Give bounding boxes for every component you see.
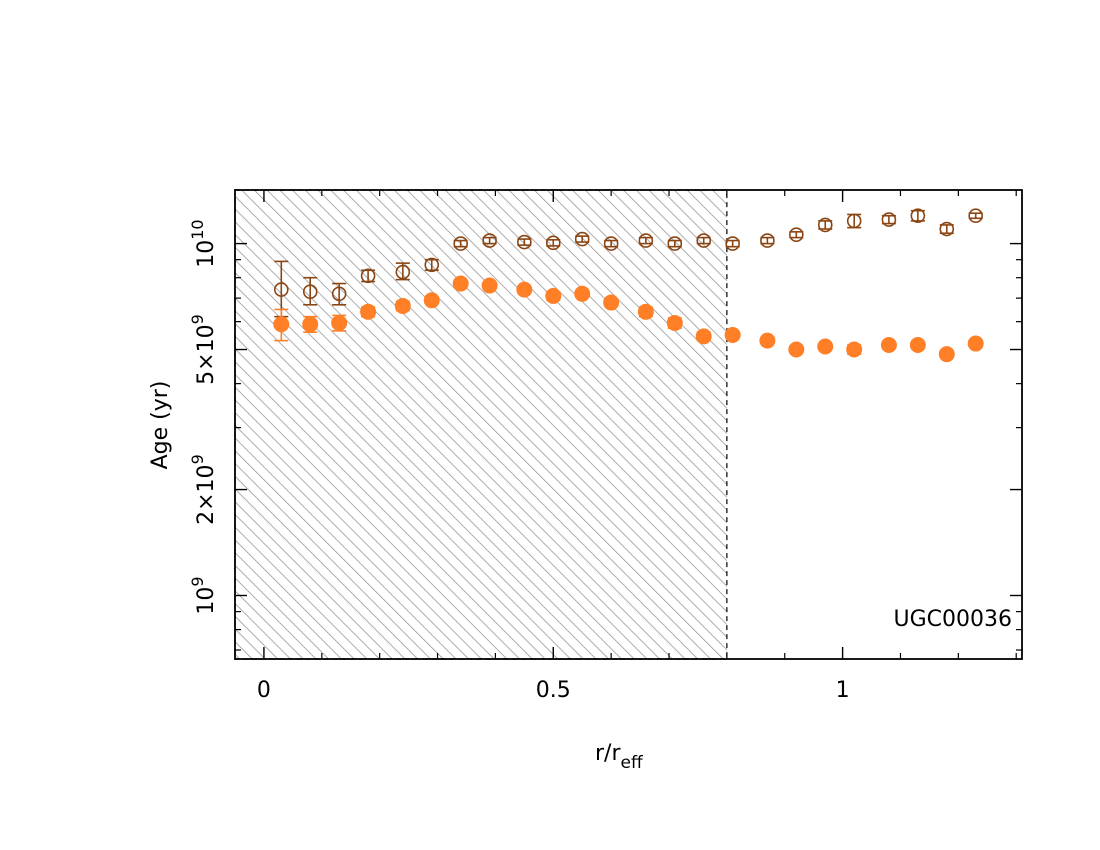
x-tick-label: 1: [836, 678, 850, 703]
x-axis-label: r/reff: [595, 741, 644, 773]
data-point: [939, 221, 955, 237]
data-point: [817, 338, 834, 355]
plot-frame: [234, 189, 1023, 660]
data-point: [273, 316, 290, 333]
data-point: [424, 257, 440, 273]
data-point: [482, 233, 497, 248]
y-tick-label-exponent: 9: [188, 576, 207, 586]
x-axis-label-main: r/r: [595, 741, 621, 766]
y-tick-label-exponent: 9: [188, 314, 207, 324]
data-point: [910, 208, 926, 224]
data-point: [759, 332, 776, 349]
x-axis-label-subscript: eff: [621, 753, 644, 773]
data-point: [638, 233, 654, 248]
y-tick-label-base: 10: [194, 240, 219, 268]
data-point: [273, 282, 289, 297]
data-point: [302, 316, 319, 333]
y-tick-label-base: 10: [194, 587, 219, 615]
data-point: [725, 236, 740, 251]
data-point: [603, 236, 619, 251]
data-point: [846, 213, 862, 229]
y-tick-label-exponent: 10: [188, 219, 207, 239]
data-point: [394, 297, 411, 314]
y-tick-label-exponent: 9: [188, 454, 207, 464]
data-point: [760, 233, 775, 248]
data-point: [395, 264, 411, 280]
data-point: [360, 268, 376, 284]
shaded-region-layer: [234, 189, 728, 660]
data-point: [789, 227, 804, 242]
x-tick-label: 0.5: [536, 678, 571, 703]
data-point: [516, 281, 533, 298]
shaded-region: [234, 189, 728, 660]
data-point: [603, 294, 620, 311]
y-tick-label: 1010: [188, 219, 219, 267]
y-tick-label-base: 2×10: [194, 464, 219, 524]
y-axis-label: Age (yr): [148, 381, 173, 470]
y-tick-label: 5×109: [188, 314, 219, 385]
data-point: [880, 337, 897, 354]
svg-text:r/reff: r/reff: [595, 741, 644, 773]
series-filled-circles: [273, 275, 984, 363]
data-point: [637, 303, 654, 320]
data-point: [331, 286, 347, 302]
data-point: [331, 314, 348, 331]
data-point: [545, 287, 562, 304]
data-point: [452, 275, 469, 292]
series-open-circles: [273, 208, 984, 318]
x-tick-label: 0: [257, 678, 271, 703]
data-point: [968, 208, 984, 224]
y-tick-label-base: 5×10: [194, 324, 219, 384]
data-point: [481, 277, 498, 294]
data-point: [423, 292, 440, 309]
data-point: [545, 235, 561, 251]
y-tick-label: 109: [188, 576, 219, 614]
data-point: [574, 285, 591, 302]
data-point: [517, 234, 532, 250]
data-point: [360, 303, 377, 320]
data-point: [967, 335, 984, 352]
data-point: [453, 236, 468, 251]
data-point: [667, 236, 683, 251]
series-layer: [273, 208, 984, 363]
data-point: [574, 231, 590, 247]
data-point: [938, 346, 955, 363]
data-point: [846, 341, 863, 358]
data-point: [724, 326, 741, 343]
data-point: [695, 328, 712, 345]
data-point: [666, 314, 683, 331]
galaxy-name-annotation: UGC00036: [894, 607, 1013, 632]
data-point: [696, 233, 712, 248]
data-point: [302, 284, 318, 299]
data-point: [788, 341, 805, 358]
data-point: [909, 337, 926, 354]
y-tick-label: 2×109: [188, 454, 219, 525]
data-point: [881, 212, 897, 227]
data-point: [817, 217, 833, 233]
